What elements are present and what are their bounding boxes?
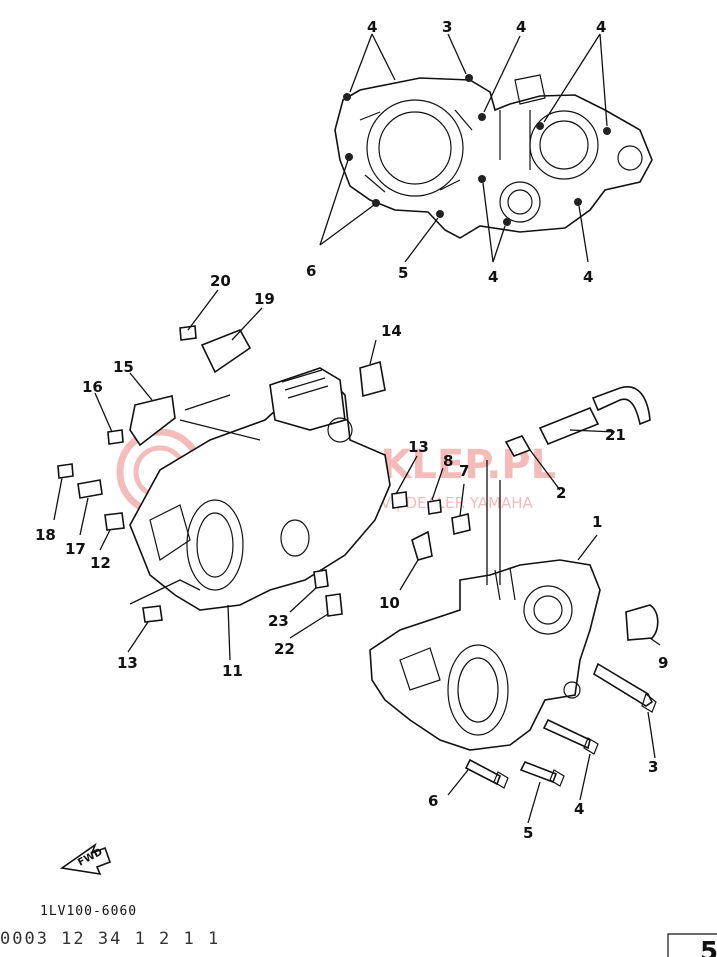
label-14: 14 <box>381 322 402 340</box>
corner-label: 5 <box>700 937 717 957</box>
label-11: 11 <box>222 662 243 680</box>
label-top-6: 6 <box>306 262 316 280</box>
label-19: 19 <box>254 290 275 308</box>
label-1: 1 <box>592 513 602 531</box>
label-7: 7 <box>459 462 469 480</box>
washer-23 <box>313 569 329 589</box>
seal-14 <box>359 360 386 398</box>
bolt-18 <box>57 463 74 479</box>
label-17: 17 <box>65 540 86 558</box>
tube-parts <box>504 386 651 491</box>
right-crankcase <box>369 460 661 824</box>
plug-22 <box>325 593 343 617</box>
bracket-15 <box>129 395 176 447</box>
clip-7 <box>451 513 471 535</box>
label-18: 18 <box>35 526 56 544</box>
tube-2 <box>538 406 600 446</box>
label-15: 15 <box>113 358 134 376</box>
label-top-4e: 4 <box>583 268 593 286</box>
corner-box: 5 <box>667 933 717 957</box>
label-5: 5 <box>523 824 533 842</box>
bracket-10 <box>411 530 433 561</box>
bottom-stub: 0003 12 34 1 2 1 1 <box>0 929 220 949</box>
hose-21 <box>591 386 651 426</box>
label-top-4a: 4 <box>367 18 377 36</box>
bolt-20 <box>179 325 197 341</box>
fwd-arrow-icon: FWD <box>59 842 112 876</box>
diagram-code: 1LV100-6060 <box>40 904 137 919</box>
bolt-3 <box>593 662 654 707</box>
label-16: 16 <box>82 378 103 396</box>
label-6: 6 <box>428 792 438 810</box>
label-22: 22 <box>274 640 295 658</box>
label-top-5: 5 <box>398 264 408 282</box>
label-top-4b: 4 <box>516 18 526 36</box>
clip-19 <box>200 328 252 374</box>
label-13a: 13 <box>408 438 429 456</box>
label-4: 4 <box>574 800 584 818</box>
label-23: 23 <box>268 612 289 630</box>
label-8: 8 <box>443 452 453 470</box>
bolt-8 <box>427 499 442 515</box>
label-9: 9 <box>658 654 668 672</box>
top-crankcase <box>319 33 653 263</box>
label-13b: 13 <box>117 654 138 672</box>
label-21: 21 <box>605 426 626 444</box>
label-2: 2 <box>556 484 566 502</box>
label-12: 12 <box>90 554 111 572</box>
bolt-16 <box>107 429 124 445</box>
bolt-4 <box>542 718 591 750</box>
dowel-12 <box>104 512 125 531</box>
label-top-4d: 4 <box>488 268 498 286</box>
part-labels: 4 3 4 4 6 5 4 4 20 19 14 15 16 13 8 7 2 … <box>35 18 668 842</box>
label-10: 10 <box>379 594 400 612</box>
label-20: 20 <box>210 272 231 290</box>
label-3: 3 <box>648 758 658 776</box>
label-top-4c: 4 <box>596 18 606 36</box>
clip-17 <box>77 479 103 499</box>
dowel-13b <box>142 605 163 623</box>
dowel-9 <box>625 604 659 641</box>
left-cover <box>53 289 471 661</box>
label-top-3: 3 <box>442 18 452 36</box>
dowel-13a <box>391 491 408 509</box>
